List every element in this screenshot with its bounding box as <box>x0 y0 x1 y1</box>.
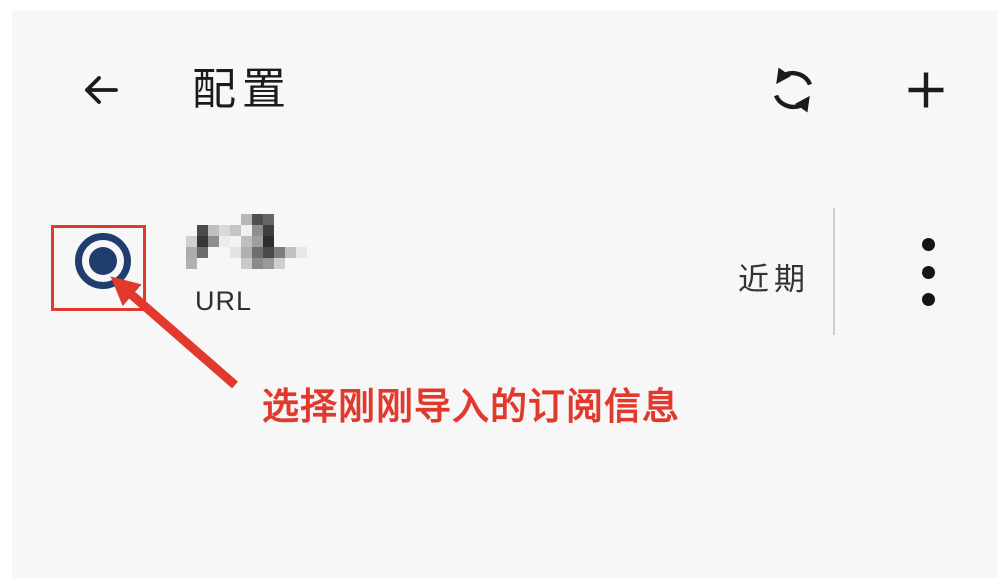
sync-icon <box>769 66 817 114</box>
profile-list-item[interactable] <box>12 205 998 350</box>
page-title: 配置 <box>192 65 292 114</box>
profile-type-label: URL <box>195 286 253 316</box>
profile-menu-button[interactable] <box>915 238 941 306</box>
annotation-highlight-box <box>51 225 146 311</box>
add-profile-button[interactable] <box>898 62 954 118</box>
app-screen: 配置 <box>12 10 998 578</box>
profile-status-label: 近期 <box>738 262 810 297</box>
kebab-dot <box>921 238 935 251</box>
profile-name-censored <box>186 214 307 269</box>
sync-button[interactable] <box>765 62 821 118</box>
annotation-label: 选择刚刚导入的订阅信息 <box>262 386 680 427</box>
kebab-dot <box>921 293 935 306</box>
arrow-left-icon <box>80 69 122 111</box>
radio-dot <box>89 247 117 275</box>
appbar: 配置 <box>12 10 998 160</box>
profile-radio-selected[interactable] <box>75 233 131 289</box>
kebab-dot <box>921 265 935 279</box>
back-button[interactable] <box>73 62 129 118</box>
plus-icon <box>906 70 946 110</box>
divider <box>833 208 835 335</box>
